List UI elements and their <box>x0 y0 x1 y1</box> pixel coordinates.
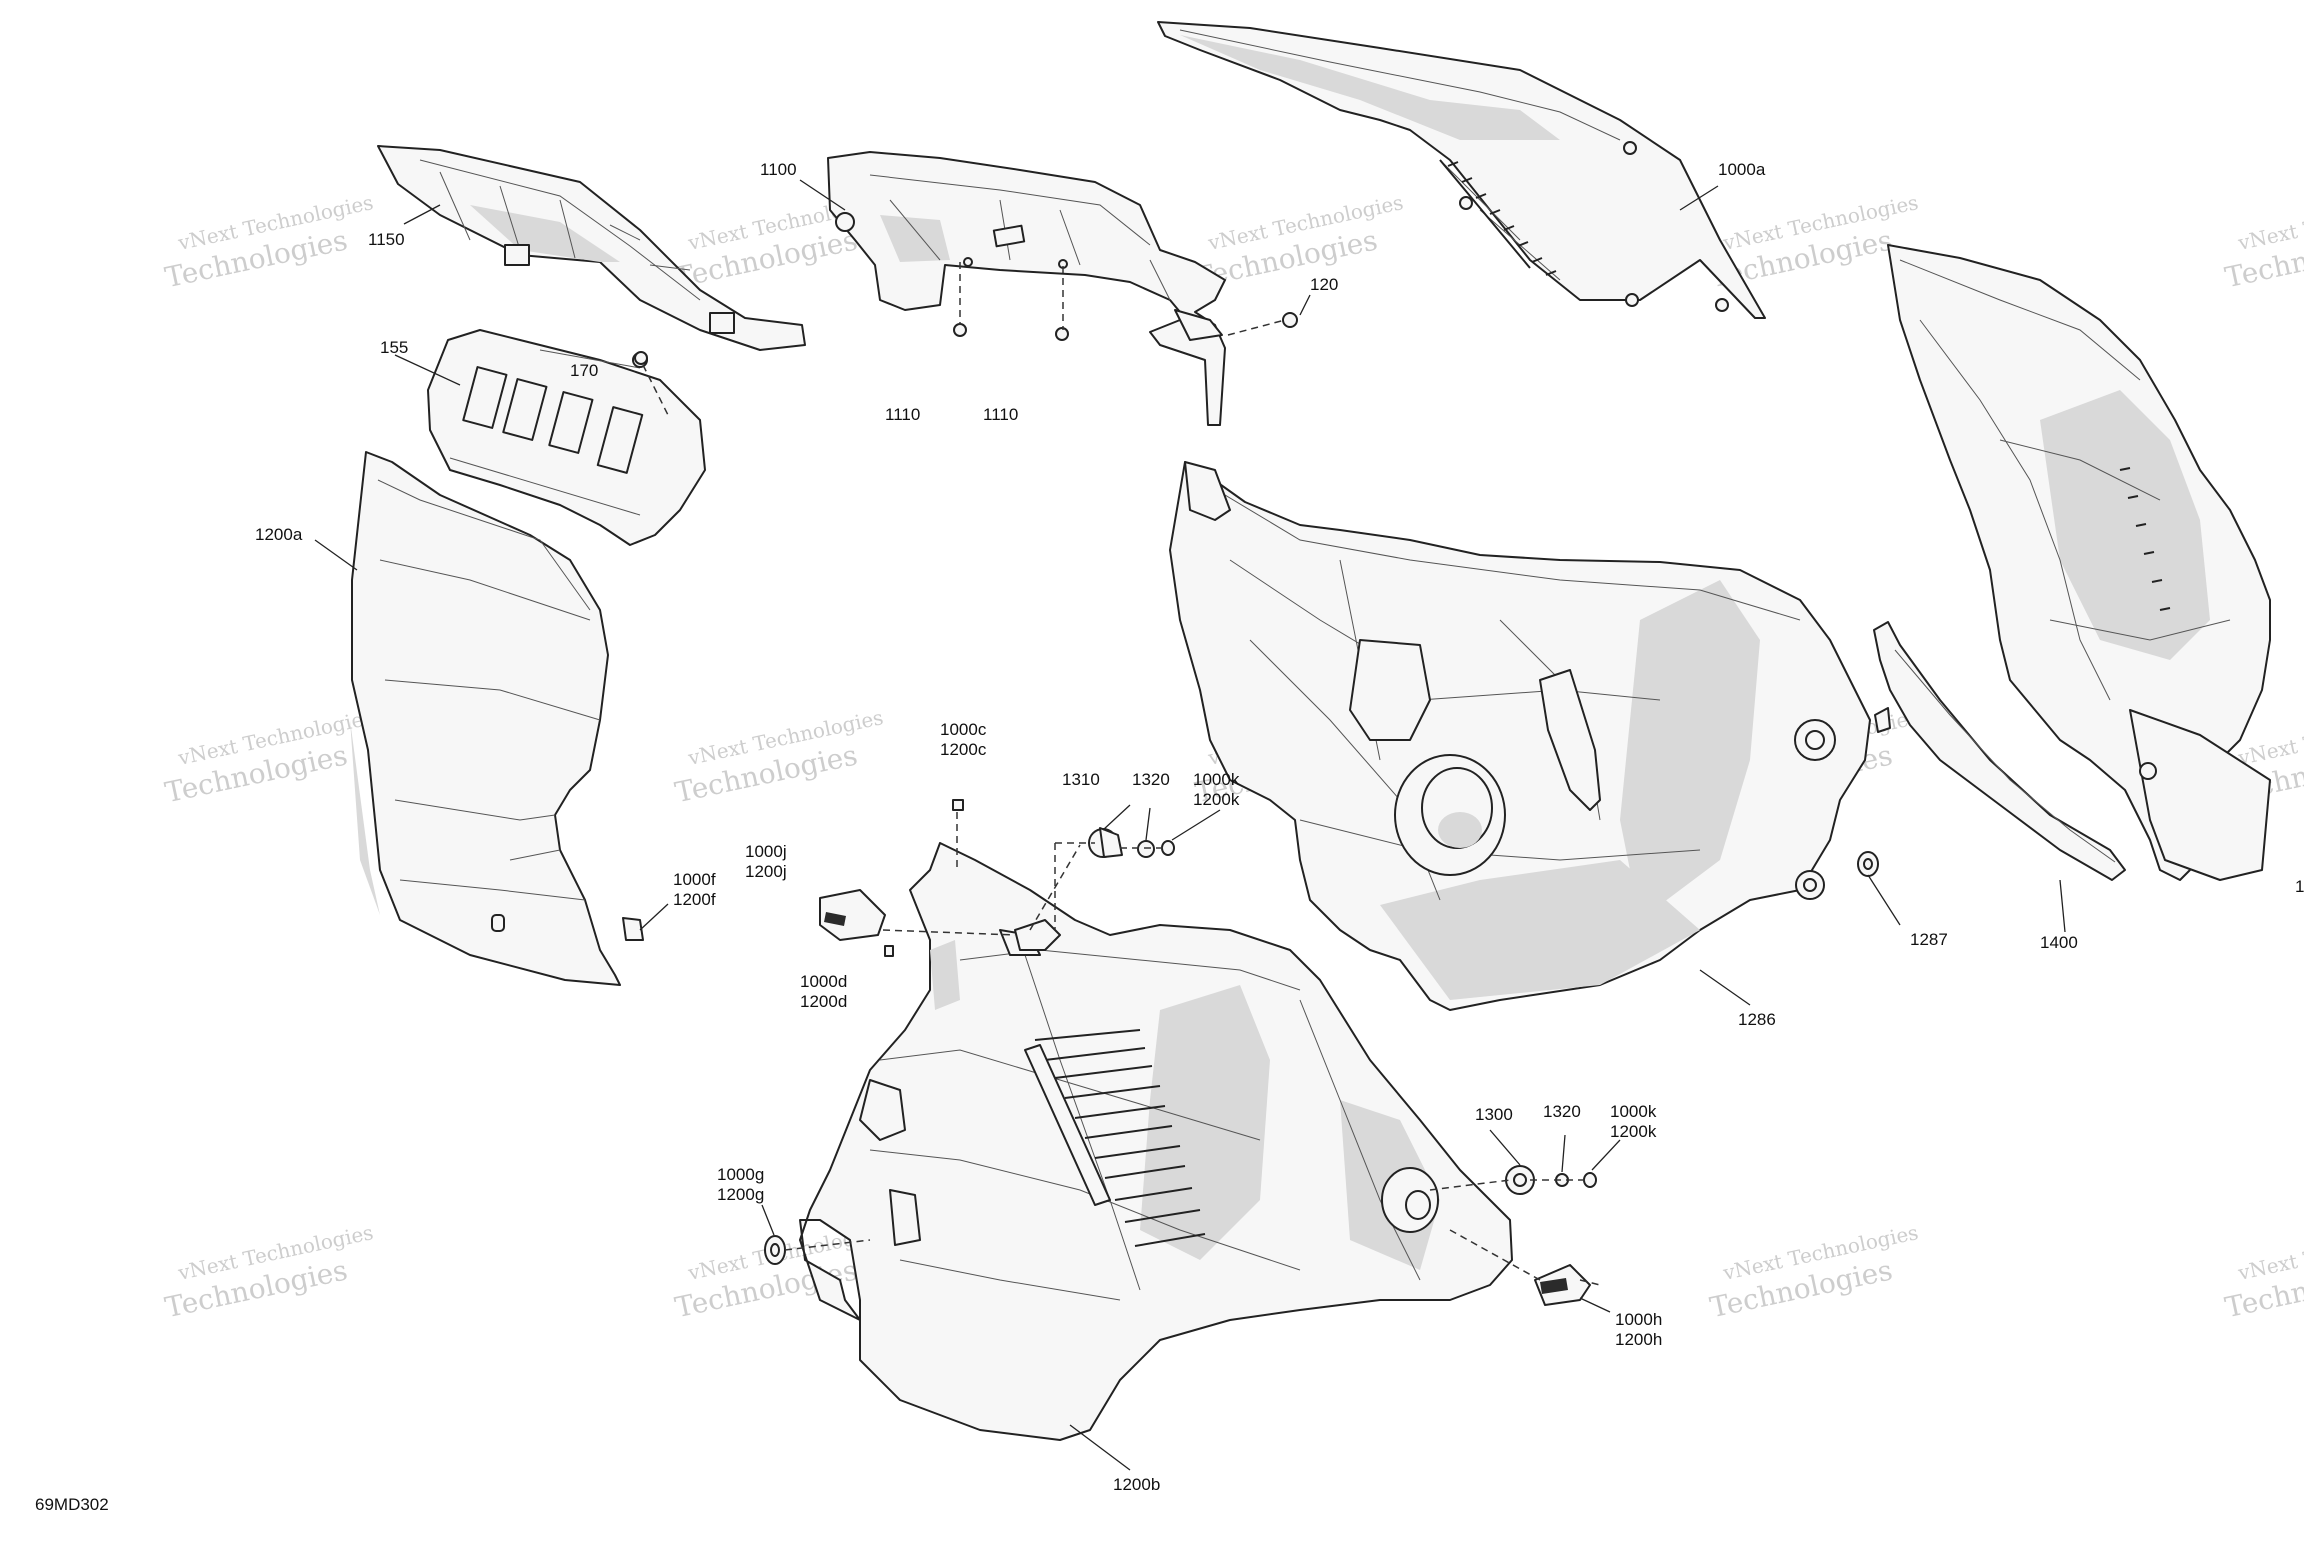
part-1110-screw <box>953 323 967 337</box>
callout-1200h: 1200h <box>1615 1330 1662 1349</box>
callout-1200b: 1200b <box>1113 1475 1160 1494</box>
diagram-code: 69MD302 <box>35 1495 109 1514</box>
callout-1200j: 1200j <box>745 862 787 881</box>
svg-text:vNext Technologies: vNext Technologies <box>2235 1220 2304 1285</box>
callout-1310: 1310 <box>1062 770 1100 789</box>
callout-155: 155 <box>380 338 408 357</box>
part-1400-trim <box>1873 621 2126 881</box>
part-1000j-bracket <box>819 889 886 941</box>
part-1100-bracket <box>827 151 1226 426</box>
part-1286-panel <box>1169 461 1871 1011</box>
part-1310-screw <box>1088 827 1123 858</box>
part-1000h-bracket <box>1534 1264 1591 1306</box>
callout-1000k: 1000k <box>1610 1102 1657 1121</box>
part-1287-grommet <box>1857 707 1891 877</box>
callout-1150: 1150 <box>368 230 405 249</box>
callout-1000c: 1000c <box>940 720 987 739</box>
watermark: vNext Technologies Technologies <box>162 1220 375 1324</box>
callout-1110: 1110 <box>983 405 1018 424</box>
leader-lines <box>314 179 2066 1471</box>
part-1320-washer <box>1137 840 1155 858</box>
part-120-screw <box>1282 312 1298 328</box>
part-1110-screw <box>1055 327 1069 341</box>
callout-1000j: 1000j <box>745 842 787 861</box>
svg-text:vNext Technologies: vNext Technologies <box>2235 190 2304 255</box>
vent-slats <box>1034 1029 1206 1247</box>
callout-1400: 1400 <box>2040 933 2078 952</box>
part-1300-screw <box>1505 1165 1535 1195</box>
watermark: vNext Technologies Technologies <box>162 705 375 809</box>
assembly-lines <box>642 262 1601 1286</box>
callout-1200d: 1200d <box>800 992 847 1011</box>
watermark: vNext Technologies Technologies <box>1707 1220 1920 1324</box>
part-1000k-nut <box>1583 1172 1597 1188</box>
part-1-right-panel <box>1887 244 2271 881</box>
part-1000a-panel <box>1157 21 1766 319</box>
callouts: 1150 1100 1110 1110 120 1000a 155 170 12… <box>255 160 2304 1494</box>
callout-1287: 1287 <box>1910 930 1948 949</box>
callout-1000a: 1000a <box>1718 160 1766 179</box>
part-1150-bracket <box>377 145 806 351</box>
part-1000k-nut <box>1161 840 1175 856</box>
part-155-vent <box>427 329 706 546</box>
part-1000d-clip <box>884 945 894 957</box>
callout-170: 170 <box>570 361 598 380</box>
callout-1200f: 1200f <box>673 890 716 909</box>
callout-1000h: 1000h <box>1615 1310 1662 1329</box>
callout-1320: 1320 <box>1543 1102 1581 1121</box>
callout-1000g: 1000g <box>717 1165 764 1184</box>
watermark: vNext Technologies Technologies <box>672 705 885 809</box>
callout-1300: 1300 <box>1475 1105 1513 1124</box>
callout-120: 120 <box>1310 275 1338 294</box>
callout-1: 1 <box>2295 877 2304 896</box>
callout-1320: 1320 <box>1132 770 1170 789</box>
callout-1286: 1286 <box>1738 1010 1776 1029</box>
part-1000g-grommet <box>764 1235 786 1265</box>
callout-1200a: 1200a <box>255 525 303 544</box>
part-170-screw <box>634 351 648 365</box>
callout-1200c: 1200c <box>940 740 987 759</box>
callout-1200g: 1200g <box>717 1185 764 1204</box>
part-1200a-panel <box>350 451 621 986</box>
callout-1000f: 1000f <box>673 870 716 889</box>
callout-1200k: 1200k <box>1193 790 1240 809</box>
part-1000c-clip <box>952 799 964 811</box>
callout-1200k: 1200k <box>1610 1122 1657 1141</box>
watermark: vNext Technologies Technologies <box>2222 1220 2304 1324</box>
part-1000f-clip <box>622 917 644 941</box>
callout-1110: 1110 <box>885 405 920 424</box>
callout-1000k: 1000k <box>1193 770 1240 789</box>
part-bracket-mid <box>1014 919 1061 951</box>
watermark: vNext Technologies Technologies <box>162 190 375 294</box>
vent-slats <box>1447 161 1557 276</box>
callout-1100: 1100 <box>760 160 797 179</box>
callout-1000d: 1000d <box>800 972 847 991</box>
watermark: vNext Technologies Technologies <box>2222 190 2304 294</box>
